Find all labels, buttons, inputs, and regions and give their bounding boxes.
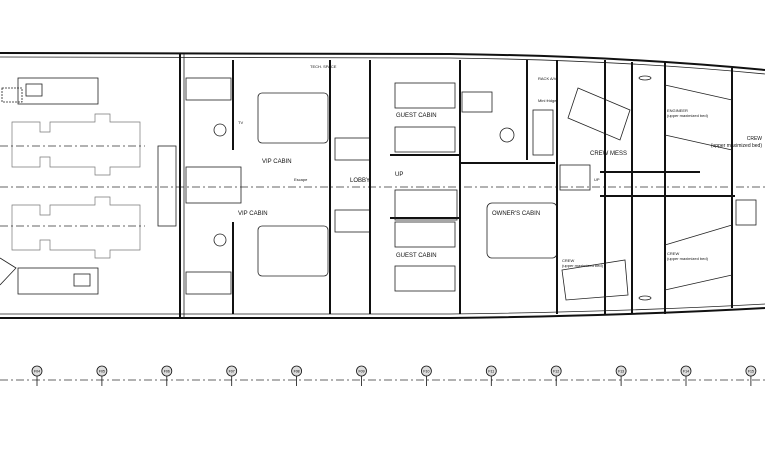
frame-marker: F15 (745, 365, 757, 386)
engine-room (0, 77, 177, 295)
frame-label: F14 (683, 370, 689, 374)
frame-marker: F11 (485, 365, 497, 386)
frame-marker: F06 (161, 365, 173, 386)
frame-marker: F13 (615, 365, 627, 386)
label-up-2: UP (594, 177, 600, 182)
crew-area (559, 60, 757, 314)
frame-marker: F14 (680, 365, 692, 386)
frame-label: F09 (358, 370, 364, 374)
frame-label: F07 (229, 370, 235, 374)
label-crew-3: CREW (562, 258, 574, 263)
vip-cabins (185, 60, 371, 314)
label-mini-fridge: Mini fridge (538, 98, 557, 103)
frame-label: F06 (164, 370, 170, 374)
bed-vip-stbd (257, 92, 329, 144)
stair (559, 164, 591, 191)
frame-label: F11 (488, 370, 494, 374)
label-crew-1-note: (upper maximized bed) (711, 143, 762, 149)
owners-area (460, 60, 558, 314)
label-vip-cabin-stbd: VIP CABIN (262, 159, 292, 165)
frame-marker: F12 (550, 365, 562, 386)
frame-marker: F05 (96, 365, 108, 386)
label-crew-1: CREW (747, 136, 763, 142)
guest-area (369, 60, 461, 314)
bunk-guest-port-lower (394, 265, 456, 292)
label-crew-2-note: (upper maximized bed) (667, 256, 709, 261)
bed-vip-port (257, 225, 329, 277)
label-crew-3-note: (upper maximized bed) (562, 263, 604, 268)
frame-marker: F08 (291, 365, 303, 386)
engine-stbd (11, 113, 141, 176)
frame-label: F12 (553, 370, 559, 374)
label-vip-cabin-port: VIP CABIN (238, 211, 268, 217)
label-tech-space: TECH. SPACE (310, 64, 337, 69)
label-up-1: UP (395, 172, 403, 178)
label-escape: Escape (294, 177, 308, 182)
frame-marker: F10 (420, 365, 432, 386)
bunk-guest-port-upper (394, 221, 456, 248)
bunk-guest-stbd-upper (394, 82, 456, 109)
label-engineer: ENGINEER (667, 108, 688, 113)
label-crew-mess: CREW MESS (590, 151, 627, 157)
hull-outline (0, 52, 765, 319)
label-crew-2: CREW (667, 251, 679, 256)
frame-marker: F09 (356, 365, 367, 386)
frame-label: F10 (423, 370, 429, 374)
frame-label: F13 (618, 370, 624, 374)
label-lobby: LOBBY (350, 178, 370, 184)
frame-marker: F04 (31, 365, 43, 386)
bunk-guest-stbd-lower (394, 126, 456, 153)
label-tv: TV (238, 120, 243, 125)
label-owners-cabin: OWNER'S CABIN (492, 211, 540, 217)
frame-marker: F07 (226, 365, 238, 386)
frame-label: F08 (294, 370, 300, 374)
label-rack-av: RACK A/V (538, 76, 557, 81)
frame-label: F05 (99, 370, 105, 374)
label-guest-cabin-stbd: GUEST CABIN (396, 113, 437, 119)
engine-port (11, 196, 141, 259)
frame-label: F04 (34, 370, 40, 374)
label-guest-cabin-port: GUEST CABIN (396, 253, 437, 259)
frame-label: F15 (748, 370, 754, 374)
label-engineer-note: (upper maximized bed) (667, 113, 709, 118)
